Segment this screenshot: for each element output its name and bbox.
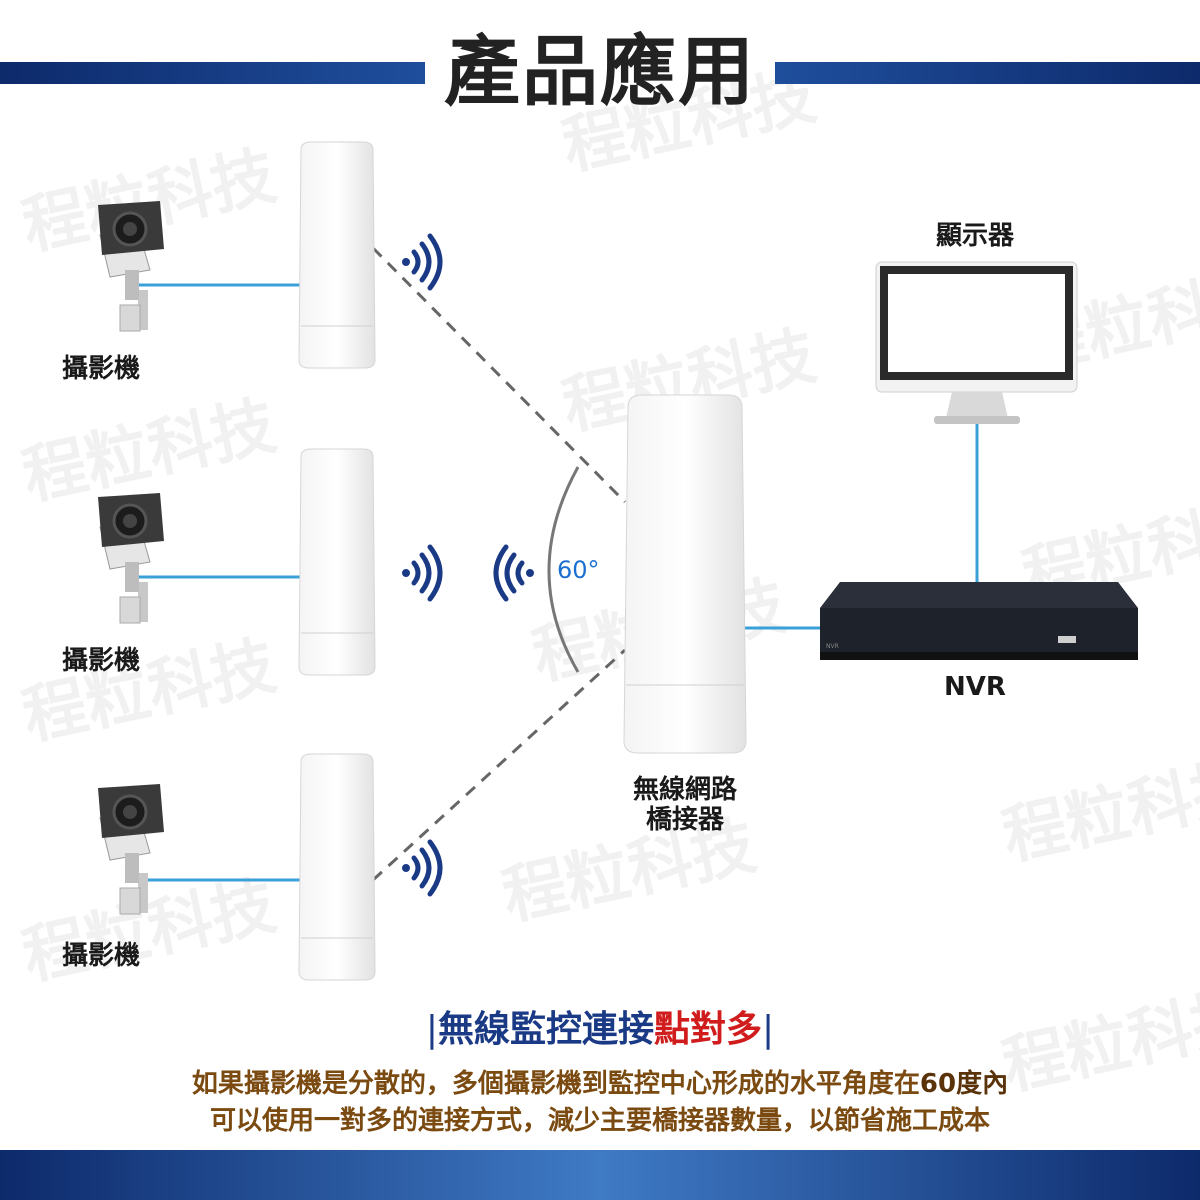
wifi-signal-icon [402, 233, 443, 291]
footer-band [0, 1150, 1200, 1200]
headline-divider-left: | [425, 1009, 438, 1050]
description-line-1: 如果攝影機是分散的，多個攝影機到監控中心形成的水平角度在60度內 [0, 1063, 1200, 1100]
headline-red: 點對多 [654, 1009, 763, 1050]
camera-label: 攝影機 [62, 354, 141, 384]
headline: |無線監控連接點對多| [0, 1000, 1200, 1052]
title-bar-right [775, 62, 1200, 84]
wifi-signal-icon [402, 544, 443, 602]
nvr-label: NVR [944, 672, 1006, 702]
wireless-link [371, 648, 627, 882]
angle-arc [547, 466, 580, 673]
nvr-icon: NVR [820, 582, 1138, 660]
bridge-label: 無線網路 橋接器 [600, 775, 770, 835]
bridge-icon [298, 448, 376, 676]
camera-icon [98, 201, 164, 332]
monitor-label: 顯示器 [935, 221, 1014, 251]
bridge-label-line1: 無線網路 [632, 775, 737, 805]
bridge-icon [298, 141, 376, 369]
svg-text:NVR: NVR [826, 643, 839, 650]
camera-icon [98, 784, 164, 915]
bridge-icon [298, 753, 376, 981]
description-line-2: 可以使用一對多的連接方式，減少主要橋接器數量，以節省施工成本 [209, 1106, 990, 1136]
camera-label: 攝影機 [62, 646, 141, 676]
monitor-icon [875, 261, 1078, 424]
description-text: 如果攝影機是分散的，多個攝影機到監控中心形成的水平角度在 [191, 1069, 920, 1099]
angle-label: 60° [557, 556, 600, 584]
wireless-link [371, 246, 627, 504]
title-bar-left [0, 62, 425, 84]
camera-icon [98, 493, 164, 624]
wifi-signal-icon [493, 544, 534, 602]
wifi-signal-icon [402, 839, 443, 897]
page-title: 產品應用 [444, 27, 756, 116]
headline-blue: 無線監控連接 [437, 1009, 654, 1050]
headline-divider-right: | [762, 1009, 775, 1050]
description-emphasis: 60度內 [919, 1069, 1009, 1099]
main-bridge-icon [623, 394, 747, 754]
camera-label: 攝影機 [62, 941, 141, 971]
bridge-label-line2: 橋接器 [645, 805, 724, 835]
